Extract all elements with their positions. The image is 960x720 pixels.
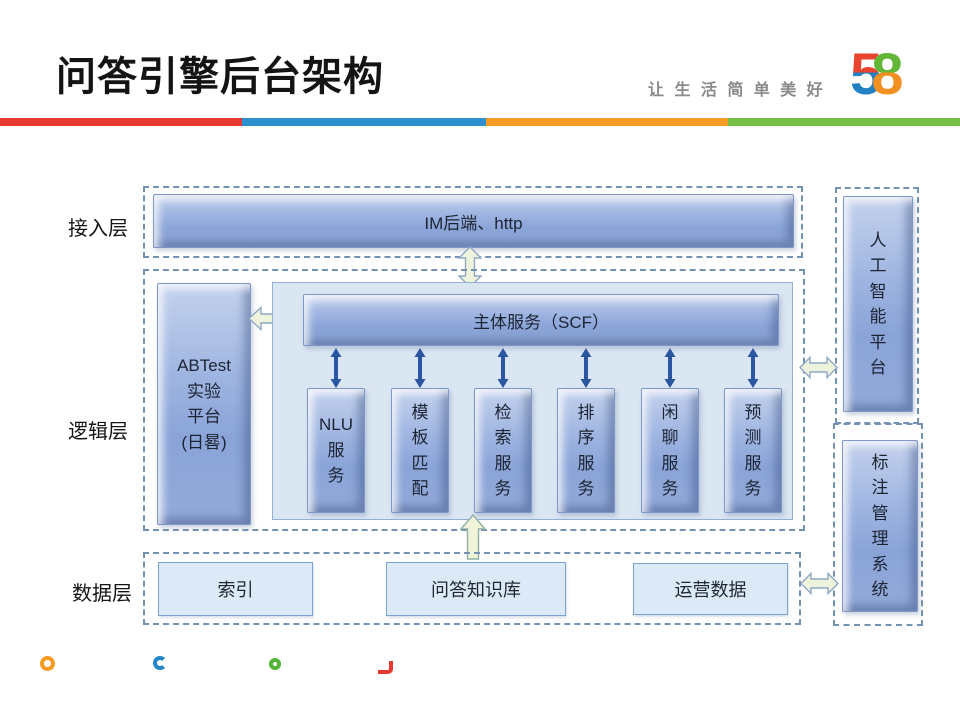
arrow-main-nlu [330,348,342,388]
annotation-system-container [833,423,923,626]
ring-orange-icon [40,656,55,671]
c-shape-blue-icon [153,656,167,670]
service-box-ranking: 排 序 服 务 [557,388,615,513]
label-data-layer: 数据层 [72,583,132,605]
label-logic-layer: 逻辑层 [68,421,128,443]
divider-bar [0,118,960,126]
ai-platform-box: 人 工 智 能 平 台 [843,196,913,412]
divider-segment-green [728,118,960,126]
arrow-main-prediction [747,348,759,388]
divider-segment-blue [242,118,486,126]
main-service-box: 主体服务（SCF） [303,294,779,346]
brand-slogan: 让 生 活 简 单 美 好 [648,82,826,99]
abtest-platform-box: ABTest 实验 平台 (日晷) [157,283,251,525]
corner-red-icon [378,661,393,674]
arrow-main-retrieval [497,348,509,388]
annotation-system-box: 标 注 管 理 系 统 [842,440,918,612]
logo-digit-5: 5 [850,42,882,107]
index-box: 索引 [158,562,313,616]
ring-green-icon [269,658,281,670]
page-title: 问答引擎后台架构 [56,55,384,99]
arrow-kb-retrieval [459,513,487,560]
data-layer-container [143,552,801,625]
divider-segment-red [0,118,242,126]
arrow-main-template [414,348,426,388]
divider-segment-orange [486,118,728,126]
im-backend-box: IM后端、http [153,194,794,248]
knowledge-base-box: 问答知识库 [386,562,566,616]
arrow-data-annotation [800,571,839,596]
arrow-main-chitchat [664,348,676,388]
service-box-prediction: 预 测 服 务 [724,388,782,513]
label-access-layer: 接入层 [68,218,128,240]
arrow-main-ranking [580,348,592,388]
service-box-chitchat: 闲 聊 服 务 [641,388,699,513]
brand-58-logo-icon: 58 [850,42,904,107]
arrow-logic-ai [799,355,838,380]
ops-data-box: 运营数据 [633,563,788,615]
service-box-retrieval: 检 索 服 务 [474,388,532,513]
service-box-template-match: 模 板 匹 配 [391,388,449,513]
service-box-nlu: NLU 服 务 [307,388,365,513]
logo-digit-8: 8 [871,42,903,107]
